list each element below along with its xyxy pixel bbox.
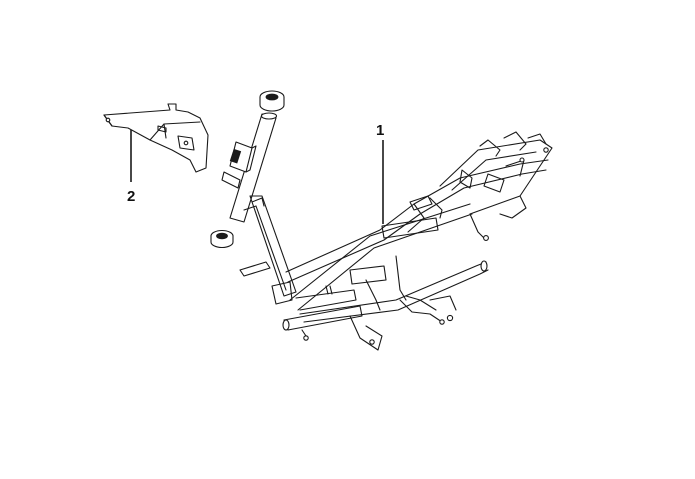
steering-head-part <box>210 90 285 249</box>
callout-bracket: 2 <box>127 188 136 205</box>
callout-frame-body: 1 <box>376 122 385 139</box>
bracket-part <box>103 103 209 173</box>
main-frame-part <box>239 131 553 351</box>
